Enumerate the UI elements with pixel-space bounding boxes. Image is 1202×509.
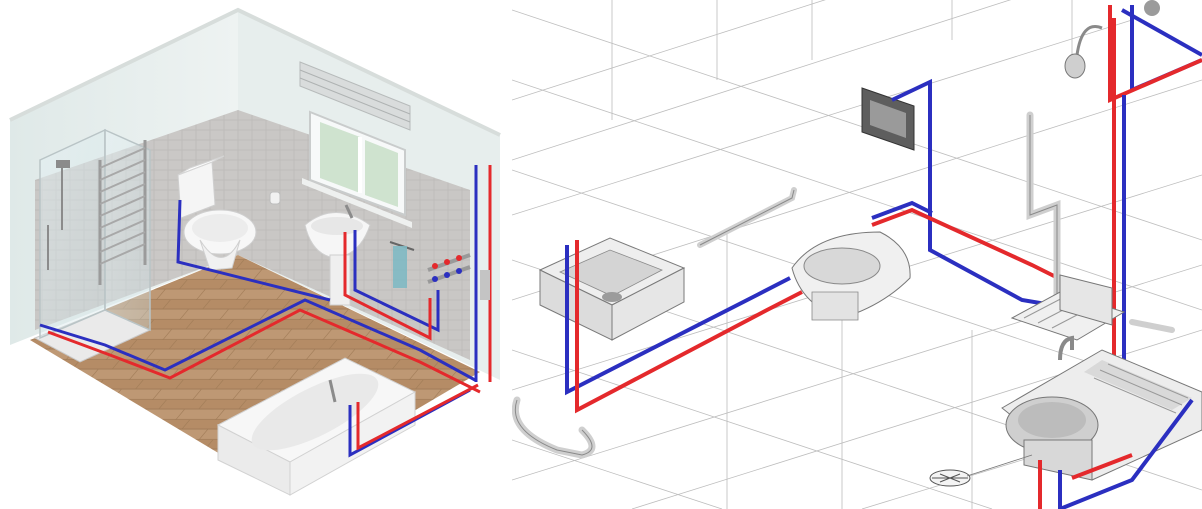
cold-floor-pipe [39,298,476,382]
toilet [177,155,257,271]
hot-vertical [1108,5,1202,104]
shower-grab-bar [1026,111,1061,304]
shower-head [1064,0,1160,79]
hot-sink-pipe [343,232,432,341]
manifold [427,253,471,284]
shower [33,128,152,363]
hot-kitchen-return [1071,453,1133,480]
flush-plate [861,87,915,151]
cold-sink-pipe [353,230,440,333]
towel-radiator [98,140,147,285]
grab-bar-outline [699,189,795,246]
cold-toilet-riser [891,78,1053,307]
floor-grab-bar-outline [515,399,593,456]
bathtub [216,357,417,496]
cold-toilet-pipe [176,199,331,302]
room-edge [9,7,501,137]
cold-sink-supply [565,245,791,396]
wall-toilet [791,231,911,321]
wall-sink [538,237,686,341]
hot-bath-pipe [356,383,479,451]
plumbing-schematic [512,0,1202,509]
folding-seat [1010,274,1175,341]
cold-shower-riser [1121,8,1202,57]
bathroom-render-panel [0,0,512,509]
hot-main-line [871,207,1073,287]
cold-kitchen-pipe [1058,398,1194,509]
window [302,110,412,228]
hot-sink-supply [575,240,803,414]
cold-main-line [871,200,933,220]
toilet-paper [269,191,281,205]
towel-rail [389,241,415,288]
riser-valve [480,270,490,300]
kitchen-sink [1001,335,1202,481]
bathroom-render [9,7,501,496]
window-blind [299,61,411,131]
schematic-panel [512,0,1202,509]
grab-bar [697,187,797,248]
floor-drain [929,454,1033,487]
hot-floor-pipe [47,308,481,394]
